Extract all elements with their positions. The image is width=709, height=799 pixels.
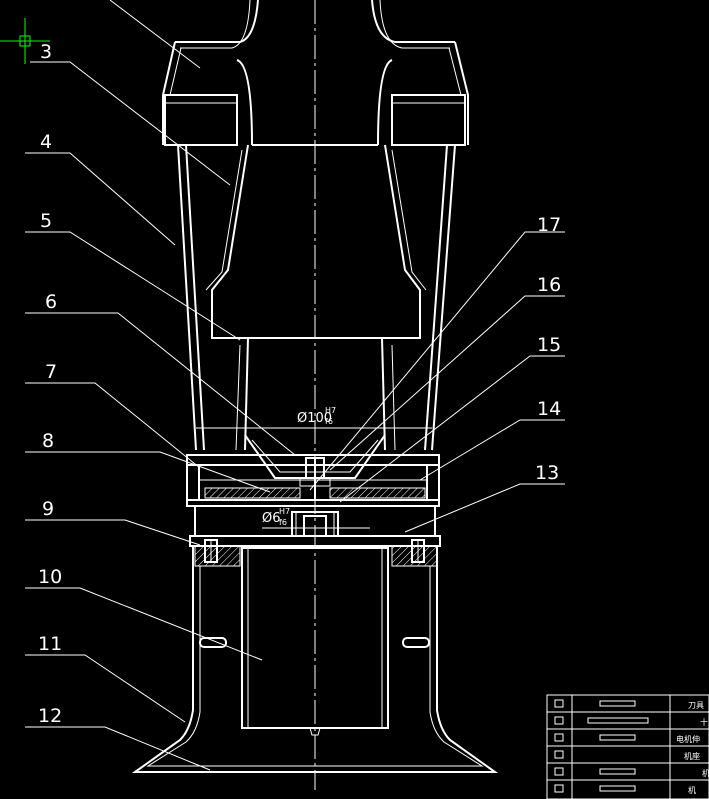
label-12: 12 — [38, 705, 62, 727]
crosshair-cursor-icon — [0, 18, 50, 64]
lower-base — [131, 546, 499, 773]
label-7: 7 — [45, 361, 57, 383]
cup-body — [162, 0, 469, 451]
motor — [241, 547, 389, 736]
svg-text:Ø100: Ø100 — [297, 411, 332, 426]
label-17: 17 — [537, 214, 561, 236]
label-16: 16 — [537, 274, 561, 296]
label-6: 6 — [45, 291, 57, 313]
dimension-d100: Ø100 H7 f6 — [297, 406, 336, 426]
title-block-row-4: 机座 — [684, 751, 700, 761]
label-10: 10 — [38, 566, 62, 588]
label-9: 9 — [42, 498, 54, 520]
label-14: 14 — [537, 398, 561, 420]
svg-text:f6: f6 — [279, 518, 287, 527]
label-4: 4 — [40, 131, 52, 153]
label-8: 8 — [42, 430, 54, 452]
dimension-d6: Ø6 H7 f6 — [262, 507, 370, 529]
title-block-row-1: 刀具 — [688, 701, 704, 710]
title-block-row-2: 十 — [700, 717, 708, 727]
title-block-row-5: 机 — [702, 768, 709, 778]
label-3: 3 — [40, 41, 52, 63]
svg-text:Ø6: Ø6 — [262, 511, 281, 526]
svg-text:H7: H7 — [325, 406, 336, 415]
label-11: 11 — [38, 633, 62, 655]
title-block-row-3: 电机伸 — [676, 734, 700, 744]
svg-text:H7: H7 — [279, 507, 290, 516]
title-block-row-6: 机 — [688, 785, 696, 795]
label-15: 15 — [537, 334, 561, 356]
leader-lines — [25, 0, 565, 771]
base-housing — [186, 454, 441, 567]
svg-text:f6: f6 — [325, 417, 333, 426]
label-13: 13 — [535, 462, 559, 484]
label-5: 5 — [40, 210, 52, 232]
title-block: 刀具 十 电机伸 机座 机 机 — [546, 694, 709, 799]
